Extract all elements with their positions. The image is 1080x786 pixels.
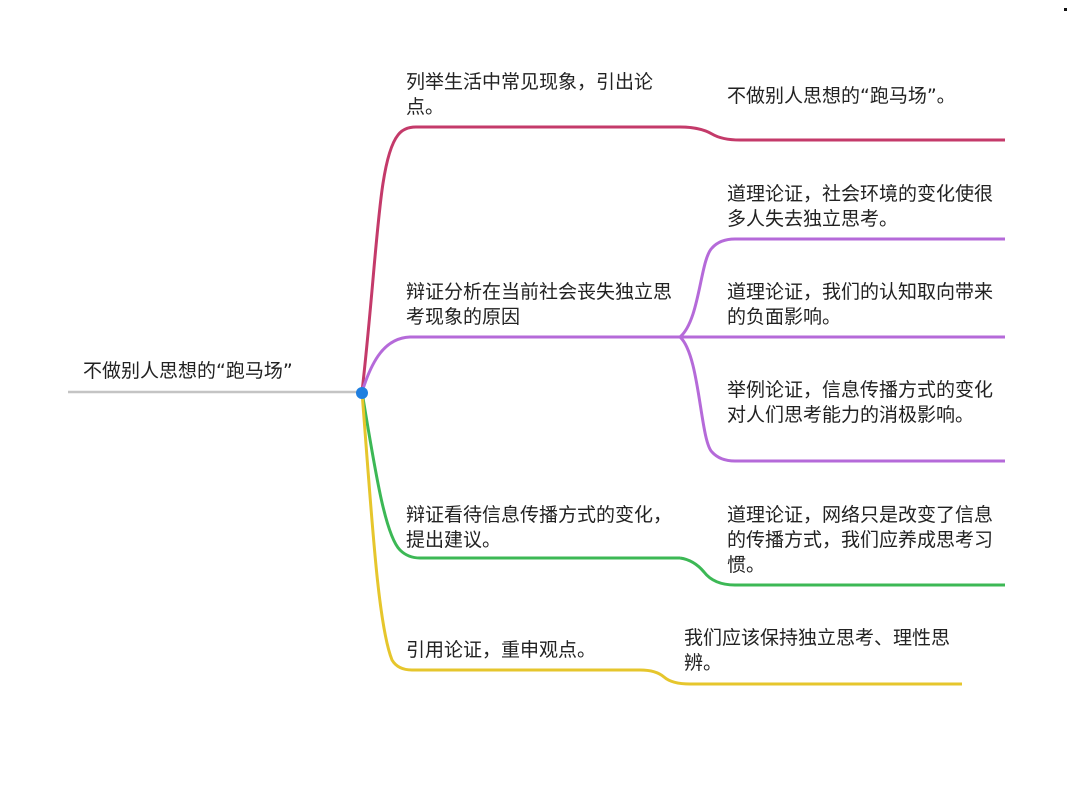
subtopic-label: 道理论证，网络只是改变了信息的传播方式，我们应养成思考习惯。 [727,504,994,576]
root-topic[interactable]: 不做别人思想的“跑马场” [83,359,353,384]
child-connector-3-1 [679,556,1005,587]
subtopic-label: 举例论证，信息传播方式的变化对人们思考能力的消极影响。 [727,379,994,426]
subtopic-3-1[interactable]: 道理论证，网络只是改变了信息的传播方式，我们应养成思考习惯。 [727,503,997,578]
branch-topic-2[interactable]: 辩证分析在当前社会丧失独立思考现象的原因 [406,280,676,330]
branch-connector-3 [360,391,680,560]
child-connector-2-3 [678,335,1005,463]
subtopic-label: 我们应该保持独立思考、理性思辨。 [684,627,951,674]
root-node-dot[interactable] [356,387,368,399]
child-connector-1-1 [679,125,1005,142]
branch-topic-1[interactable]: 列举生活中常见现象，引出论点。 [406,70,676,120]
child-connector-4-1 [639,668,962,686]
branch-topic-4[interactable]: 引用论证，重申观点。 [406,638,636,663]
corner-dot [1064,8,1067,11]
root-topic-label: 不做别人思想的“跑马场” [83,360,293,382]
branch-topic-label: 辩证分析在当前社会丧失独立思考现象的原因 [406,281,673,328]
subtopic-2-1[interactable]: 道理论证，社会环境的变化使很多人失去独立思考。 [727,182,997,232]
subtopic-label: 道理论证，我们的认知取向带来的负面影响。 [727,281,994,328]
subtopic-label: 不做别人思想的“跑马场”。 [727,85,956,107]
subtopic-1-1[interactable]: 不做别人思想的“跑马场”。 [727,84,962,109]
branch-topic-3[interactable]: 辩证看待信息传播方式的变化，提出建议。 [406,503,676,553]
branch-connector-4 [360,391,640,672]
branch-topic-label: 引用论证，重申观点。 [406,639,597,661]
subtopic-2-3[interactable]: 举例论证，信息传播方式的变化对人们思考能力的消极影响。 [727,378,997,428]
subtopic-2-2[interactable]: 道理论证，我们的认知取向带来的负面影响。 [727,280,997,330]
branch-connector-1 [360,125,680,393]
subtopic-4-1[interactable]: 我们应该保持独立思考、理性思辨。 [684,626,954,676]
child-connector-2-1 [678,237,1005,339]
subtopic-label: 道理论证，社会环境的变化使很多人失去独立思考。 [727,183,994,230]
branch-connector-2 [360,335,680,393]
branch-topic-label: 辩证看待信息传播方式的变化，提出建议。 [406,504,673,551]
branch-topic-label: 列举生活中常见现象，引出论点。 [406,71,654,118]
